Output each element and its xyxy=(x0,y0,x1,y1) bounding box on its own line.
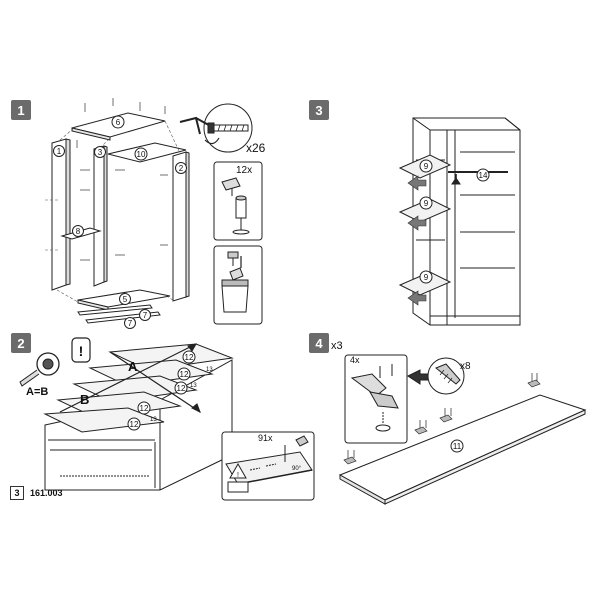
part-label-6: 6 xyxy=(116,118,121,127)
part-label-7b: 7 xyxy=(128,319,133,328)
step4-labels: x3 11 xyxy=(331,340,464,453)
hinge-count: 4x xyxy=(350,355,360,365)
step-badge-3: 3 xyxy=(309,100,329,120)
step-badge-1: 1 xyxy=(11,100,31,120)
part-label-7a: 7 xyxy=(143,311,148,320)
warning-mark: ! xyxy=(79,343,84,359)
nail-angle: 90° xyxy=(292,466,302,472)
svg-text:!: ! xyxy=(237,472,239,479)
diagonal-label-a: A xyxy=(128,359,138,374)
step-badge-2: 2 xyxy=(11,333,31,353)
step3-drawing xyxy=(398,117,521,326)
hinge-screw-count: x8 xyxy=(460,361,471,372)
shelf-label-9a: 9 xyxy=(424,162,429,171)
panel-label-12b: 12 xyxy=(180,370,189,379)
step2-drawing xyxy=(43,343,234,491)
step-badge-4: 4 xyxy=(309,333,329,353)
step1-hammer-detail xyxy=(213,245,263,325)
screw-count: x26 xyxy=(246,141,266,155)
step3-labels: 9 9 9 14 xyxy=(419,159,490,284)
dowel-count: 12x xyxy=(236,165,252,176)
warning-icon: ! xyxy=(71,337,91,363)
step1-screw-detail: x26 xyxy=(179,103,266,155)
step1-labels: 6 10 1 3 2 8 5 7 7 xyxy=(53,115,187,329)
sheet-footer: 3 161.003 xyxy=(10,486,63,500)
panel-label-12e: 12 xyxy=(130,420,139,429)
step1-drawing xyxy=(45,98,190,324)
rail-label-14: 14 xyxy=(479,171,488,180)
panel-label-12d: 12 xyxy=(140,404,149,413)
part-label-5: 5 xyxy=(123,295,128,304)
part-label-1: 1 xyxy=(57,147,62,156)
thickness-label-a: 13 xyxy=(206,367,213,373)
diagonal-label-b: B xyxy=(80,392,89,407)
repeat-count: x3 xyxy=(331,340,343,352)
shelf-label-9b: 9 xyxy=(424,199,429,208)
panel-label-12a: 12 xyxy=(185,353,194,362)
shelf-label-9c: 9 xyxy=(424,273,429,282)
step4-drawing: 4x x8 xyxy=(338,354,587,505)
tape-measure-icon: A=B xyxy=(19,352,60,398)
equal-diagonals-rule: A=B xyxy=(26,386,48,398)
product-code: 161.003 xyxy=(30,488,63,498)
sheet-number: 3 xyxy=(10,486,24,500)
part-label-10: 10 xyxy=(137,150,146,159)
step2-nail-detail: 91x 90° ! xyxy=(221,431,315,501)
nail-count: 91x xyxy=(258,433,273,443)
door-label-11: 11 xyxy=(453,442,462,451)
part-label-8: 8 xyxy=(76,227,81,236)
step1-dowel-detail: 12x xyxy=(213,161,263,241)
part-label-3: 3 xyxy=(98,148,103,157)
thickness-label-c: 13 xyxy=(150,417,157,423)
step2-labels: 12 12 12 12 12 13 13 13 A B xyxy=(80,350,213,431)
panel-label-12c: 12 xyxy=(177,384,186,393)
part-label-2: 2 xyxy=(179,164,184,173)
thickness-label-b: 13 xyxy=(190,383,197,389)
